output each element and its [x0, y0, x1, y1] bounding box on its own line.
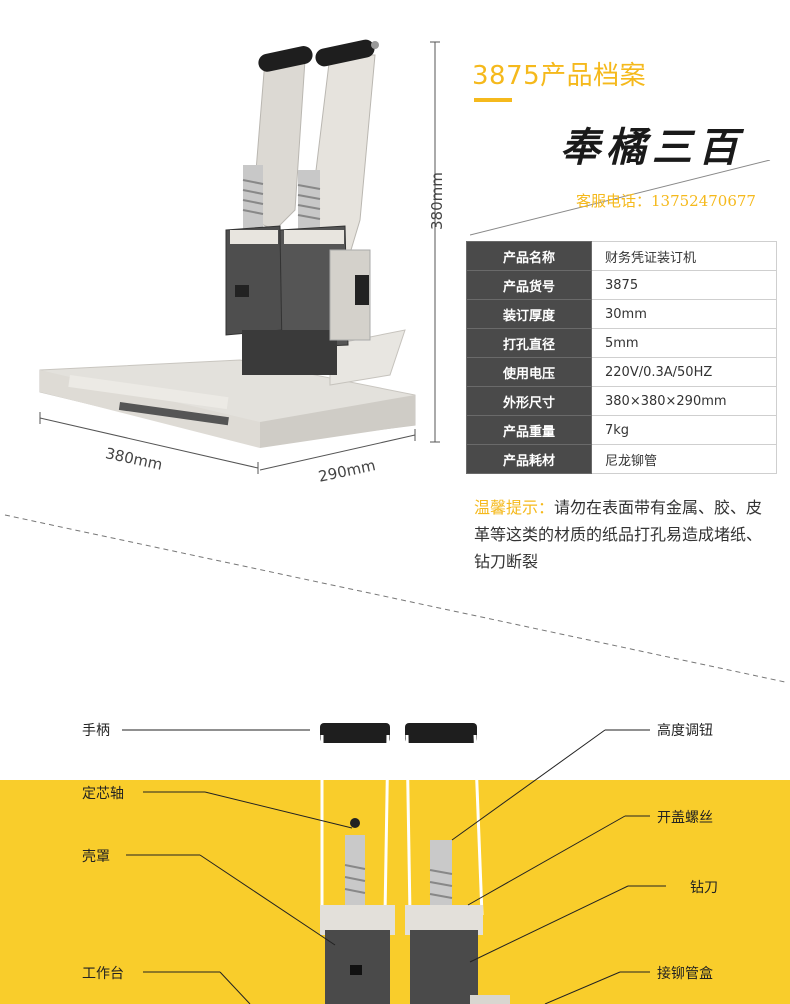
dimension-height: 380mm — [428, 172, 446, 230]
spec-value: 尼龙铆管 — [591, 444, 777, 474]
table-row: 产品重量 7kg — [466, 415, 777, 445]
part-label-handle: 手柄 — [82, 723, 110, 739]
spec-key: 打孔直径 — [466, 328, 592, 358]
spec-key: 装订厚度 — [466, 299, 592, 329]
spec-key: 产品重量 — [466, 415, 592, 445]
part-leader-lines — [122, 729, 666, 1004]
spec-key: 产品名称 — [466, 241, 592, 271]
spec-key: 产品耗材 — [466, 444, 592, 474]
part-label-shell: 壳罩 — [82, 849, 110, 865]
spec-key: 使用电压 — [466, 357, 592, 387]
spec-value: 30mm — [591, 299, 777, 329]
brand-calligraphy: 奉橘三百 — [560, 124, 744, 171]
table-row: 外形尺寸 380×380×290mm — [466, 386, 777, 416]
spec-value: 5mm — [591, 328, 777, 358]
spec-table: 产品名称 财务凭证装订机 产品货号 3875 装订厚度 30mm 打孔直径 5m… — [466, 241, 777, 474]
page-title: 3875产品档案 — [472, 61, 647, 91]
spec-value: 财务凭证装订机 — [591, 241, 777, 271]
warm-tip: 温馨提示：请勿在表面带有金属、胶、皮革等这类的材质的纸品打孔易造成堵纸、钻刀断裂 — [474, 494, 774, 575]
part-label-drill-blade: 钻刀 — [690, 880, 718, 896]
spec-key: 外形尺寸 — [466, 386, 592, 416]
table-row: 使用电压 220V/0.3A/50HZ — [466, 357, 777, 387]
tip-label: 温馨提示： — [474, 498, 555, 517]
part-label-height-knob: 高度调钮 — [657, 723, 713, 739]
contact-phone: 客服电话：13752470677 — [576, 192, 756, 210]
dimension-lines — [39, 41, 440, 474]
title-underline — [474, 98, 512, 102]
table-row: 装订厚度 30mm — [466, 299, 777, 329]
part-label-cover-screw: 开盖螺丝 — [657, 810, 713, 826]
table-row: 打孔直径 5mm — [466, 328, 777, 358]
product-image-parts — [320, 723, 510, 1004]
decorative-diagonal-line — [470, 160, 771, 236]
spec-key: 产品货号 — [466, 270, 592, 300]
dashed-divider — [4, 514, 786, 683]
spec-value: 220V/0.3A/50HZ — [591, 357, 777, 387]
spec-value: 7kg — [591, 415, 777, 445]
tip-text: 请勿在表面带有金属、胶、皮革等这类的材质的纸品打孔易造成堵纸、钻刀断裂 — [474, 498, 763, 571]
part-label-workbench: 工作台 — [82, 966, 124, 982]
spec-value: 3875 — [591, 270, 777, 300]
table-row: 产品名称 财务凭证装订机 — [466, 241, 777, 271]
part-label-center-axis: 定芯轴 — [82, 786, 124, 802]
part-label-tube-box: 接铆管盒 — [657, 966, 713, 982]
table-row: 产品货号 3875 — [466, 270, 777, 300]
yellow-background-band — [0, 780, 790, 1004]
table-row: 产品耗材 尼龙铆管 — [466, 444, 777, 474]
product-image-binding-machine — [39, 39, 416, 448]
spec-value: 380×380×290mm — [591, 386, 777, 416]
